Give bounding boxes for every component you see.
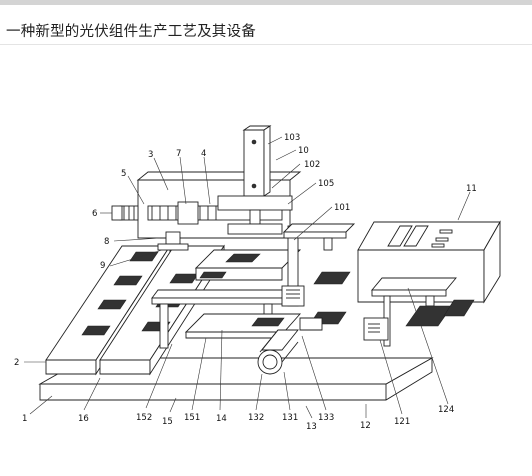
callout-12: 12 <box>360 421 371 431</box>
patent-figure: 103 10 102 3 7 4 5 105 11 101 6 8 9 2 1 … <box>0 110 532 476</box>
callout-7: 7 <box>176 149 181 159</box>
callout-132: 132 <box>248 413 264 423</box>
transfer-unit <box>281 271 351 331</box>
callout-10: 10 <box>298 146 309 156</box>
callouts: 103 10 102 3 7 4 5 105 11 101 6 8 9 2 1 … <box>14 133 477 432</box>
callout-3: 3 <box>148 150 153 160</box>
right-press-unit <box>363 277 475 347</box>
callout-101: 101 <box>334 203 350 213</box>
leader-lines <box>24 136 471 419</box>
patent-drawing: 103 10 102 3 7 4 5 105 11 101 6 8 9 2 1 … <box>14 125 501 432</box>
callout-13: 13 <box>306 422 317 432</box>
callout-121: 121 <box>394 417 410 427</box>
callout-6: 6 <box>92 209 97 219</box>
callout-11: 11 <box>466 184 477 194</box>
callout-103: 103 <box>284 133 300 143</box>
callout-9: 9 <box>100 261 105 271</box>
left-conveyor <box>45 244 225 376</box>
title-divider <box>0 44 532 45</box>
press-tower <box>217 125 293 235</box>
callout-5: 5 <box>121 169 126 179</box>
solar-panels-left <box>81 251 199 336</box>
top-border-bar <box>0 0 532 5</box>
callout-16: 16 <box>78 414 89 424</box>
callout-133: 133 <box>318 413 334 423</box>
callout-131: 131 <box>282 413 298 423</box>
callout-8: 8 <box>104 237 109 247</box>
side-knob <box>111 205 123 221</box>
callout-2: 2 <box>14 358 19 368</box>
lower-gantry <box>151 289 302 349</box>
callout-105: 105 <box>318 179 334 189</box>
callout-102: 102 <box>304 160 320 170</box>
callout-151: 151 <box>184 413 200 423</box>
callout-152: 152 <box>136 413 152 423</box>
crossbeam-frame <box>282 223 356 251</box>
callout-4: 4 <box>201 149 206 159</box>
motor-roller <box>257 329 299 375</box>
callout-124: 124 <box>438 405 454 415</box>
callout-15: 15 <box>162 417 173 427</box>
callout-14: 14 <box>216 414 227 424</box>
page-title: 一种新型的光伏组件生产工艺及其设备 <box>6 24 256 40</box>
rear-housing <box>119 171 302 251</box>
callout-1: 1 <box>22 414 27 424</box>
